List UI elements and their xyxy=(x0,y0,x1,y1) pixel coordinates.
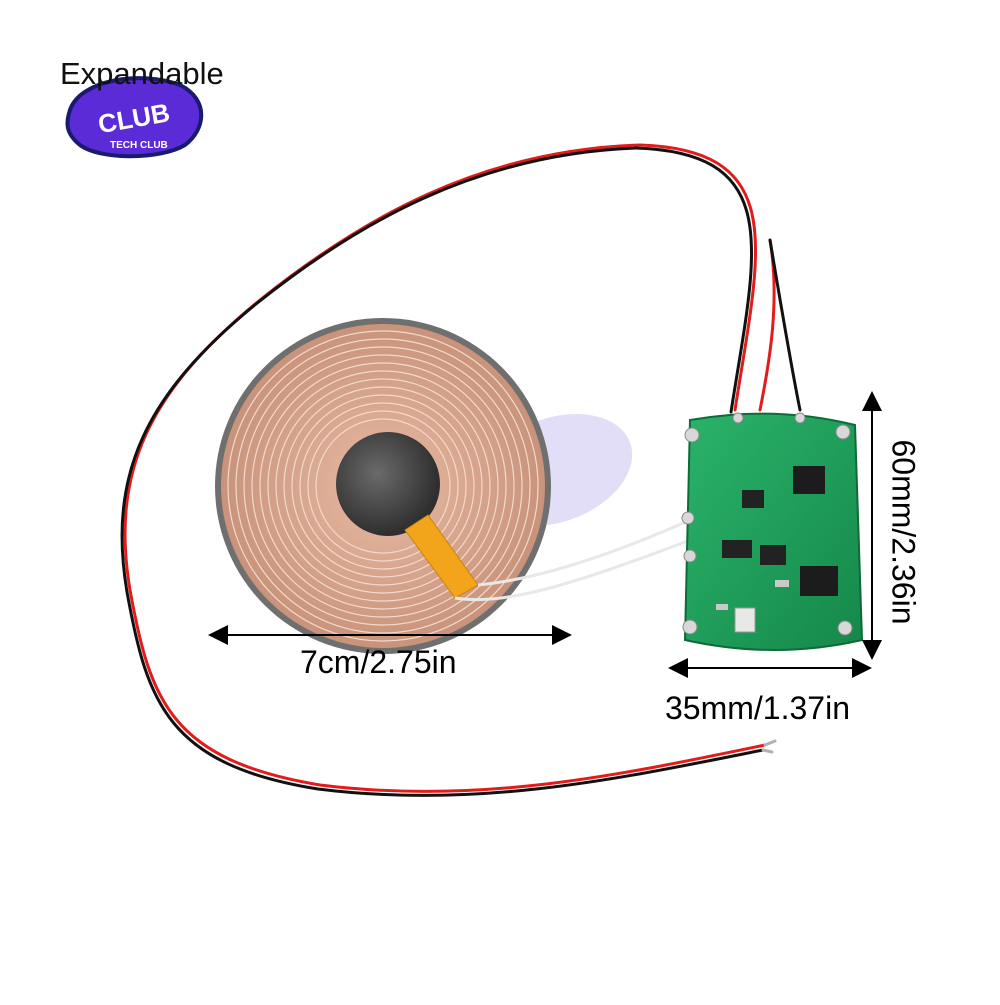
board-width-label: 35mm/1.37in xyxy=(665,690,850,726)
watermark-text: Expandable xyxy=(60,56,224,91)
board-height-label: 60mm/2.36in xyxy=(885,439,922,625)
power-wire xyxy=(120,143,802,797)
coil-diameter-label: 7cm/2.75in xyxy=(300,644,457,680)
svg-text:TECH CLUB: TECH CLUB xyxy=(110,140,168,151)
brand-logo: CLUB TECH CLUB xyxy=(65,76,204,159)
pcb-board xyxy=(681,412,864,651)
charging-coil xyxy=(215,318,691,654)
